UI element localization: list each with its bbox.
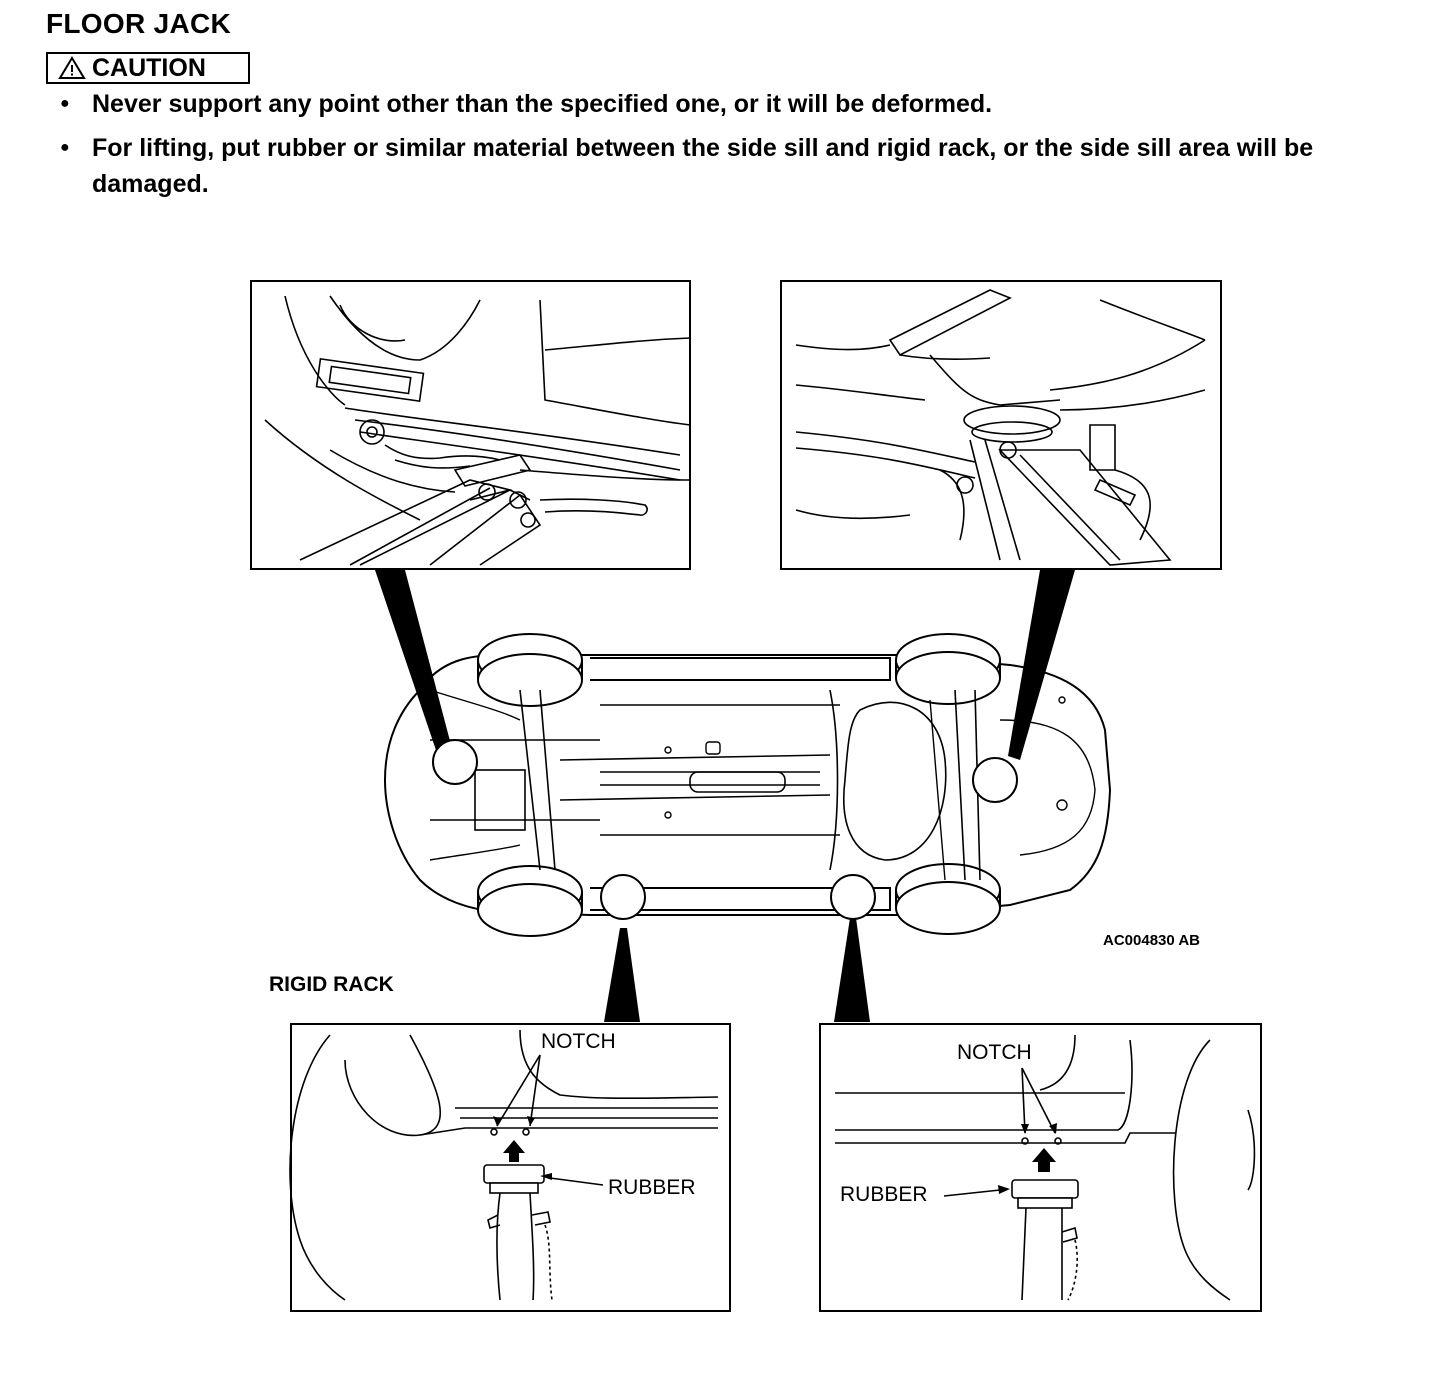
warning-triangle-icon [58, 56, 86, 79]
notch-label: NOTCH [541, 1030, 616, 1053]
car-underbody [383, 633, 1112, 937]
pointer-wedges [375, 570, 1075, 1022]
rigid-rack-heading: RIGID RACK [269, 973, 394, 996]
rubber-label: RUBBER [840, 1183, 928, 1206]
rigid-rack-detail-rear: NOTCH RUBBER [819, 1023, 1262, 1312]
detail-rear-jack-point [780, 280, 1222, 570]
wheel [477, 865, 583, 937]
up-arrow-icon [503, 1140, 525, 1162]
rubber-label: RUBBER [608, 1176, 696, 1199]
wheel [895, 633, 1001, 705]
caution-item: Never support any point other than the s… [60, 86, 1430, 122]
caution-list: Never support any point other than the s… [60, 86, 1430, 210]
notch-label: NOTCH [957, 1041, 1032, 1064]
detail-front-jack-point [250, 280, 691, 570]
up-arrow-icon [1032, 1148, 1056, 1172]
wheel [477, 633, 583, 707]
caution-label: CAUTION [92, 53, 206, 82]
wheel [895, 863, 1001, 935]
rigid-rack-detail-front: NOTCH RUBBER [289, 1023, 731, 1312]
caution-item: For lifting, put rubber or similar mater… [60, 130, 1430, 202]
caution-box: CAUTION [46, 52, 250, 84]
figure-code: AC004830 AB [1103, 932, 1200, 949]
page-title: FLOOR JACK [46, 8, 231, 39]
